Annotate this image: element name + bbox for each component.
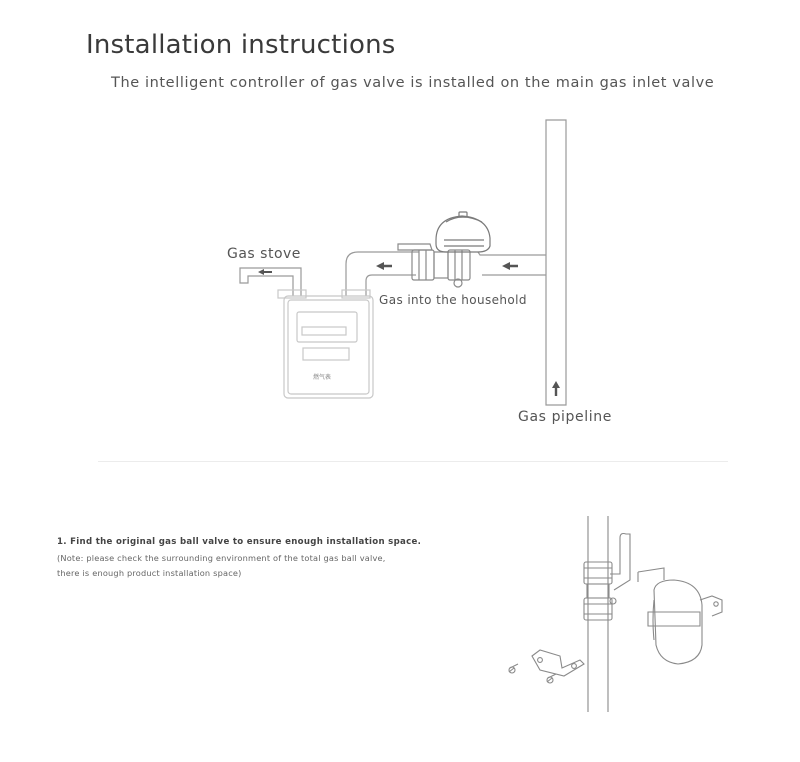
label-gas-stove: Gas stove xyxy=(227,246,301,262)
arrow-left-3 xyxy=(258,269,272,275)
step1-valve-handle xyxy=(610,532,631,591)
step1-valve xyxy=(583,532,631,621)
valve-controller xyxy=(435,211,491,253)
section-divider xyxy=(98,461,728,462)
ball-valve xyxy=(397,243,471,288)
label-gas-meter: 燃气表 xyxy=(313,374,332,381)
horizontal-pipe-lower xyxy=(365,274,546,290)
meter-inlet-pipe xyxy=(345,290,367,296)
arrow-left-2 xyxy=(376,262,392,270)
flow-arrows xyxy=(258,262,560,396)
arrow-left-1 xyxy=(502,262,518,270)
horizontal-pipe-upper xyxy=(345,251,546,290)
step-1-title: 1. Find the original gas ball valve to e… xyxy=(57,537,422,547)
step1-screws xyxy=(508,663,557,684)
label-gas-household: Gas into the household xyxy=(379,293,527,307)
vertical-pipe xyxy=(545,119,567,406)
arrow-up xyxy=(552,381,560,396)
page-title: Installation instructions xyxy=(86,30,396,60)
step-1-note: (Note: please check the surrounding envi… xyxy=(57,551,497,581)
gas-meter xyxy=(277,289,374,399)
page-subtitle: The intelligent controller of gas valve … xyxy=(111,75,715,91)
stove-pipe xyxy=(239,267,302,296)
step-1: 1. Find the original gas ball valve to e… xyxy=(57,537,497,581)
step1-bracket xyxy=(531,649,585,677)
step-1-note-line2: there is enough product installation spa… xyxy=(57,568,242,578)
label-gas-pipeline: Gas pipeline xyxy=(518,409,612,425)
step1-controller xyxy=(637,567,723,665)
step1-illustration xyxy=(508,516,723,712)
step-1-note-line1: (Note: please check the surrounding envi… xyxy=(57,553,386,563)
